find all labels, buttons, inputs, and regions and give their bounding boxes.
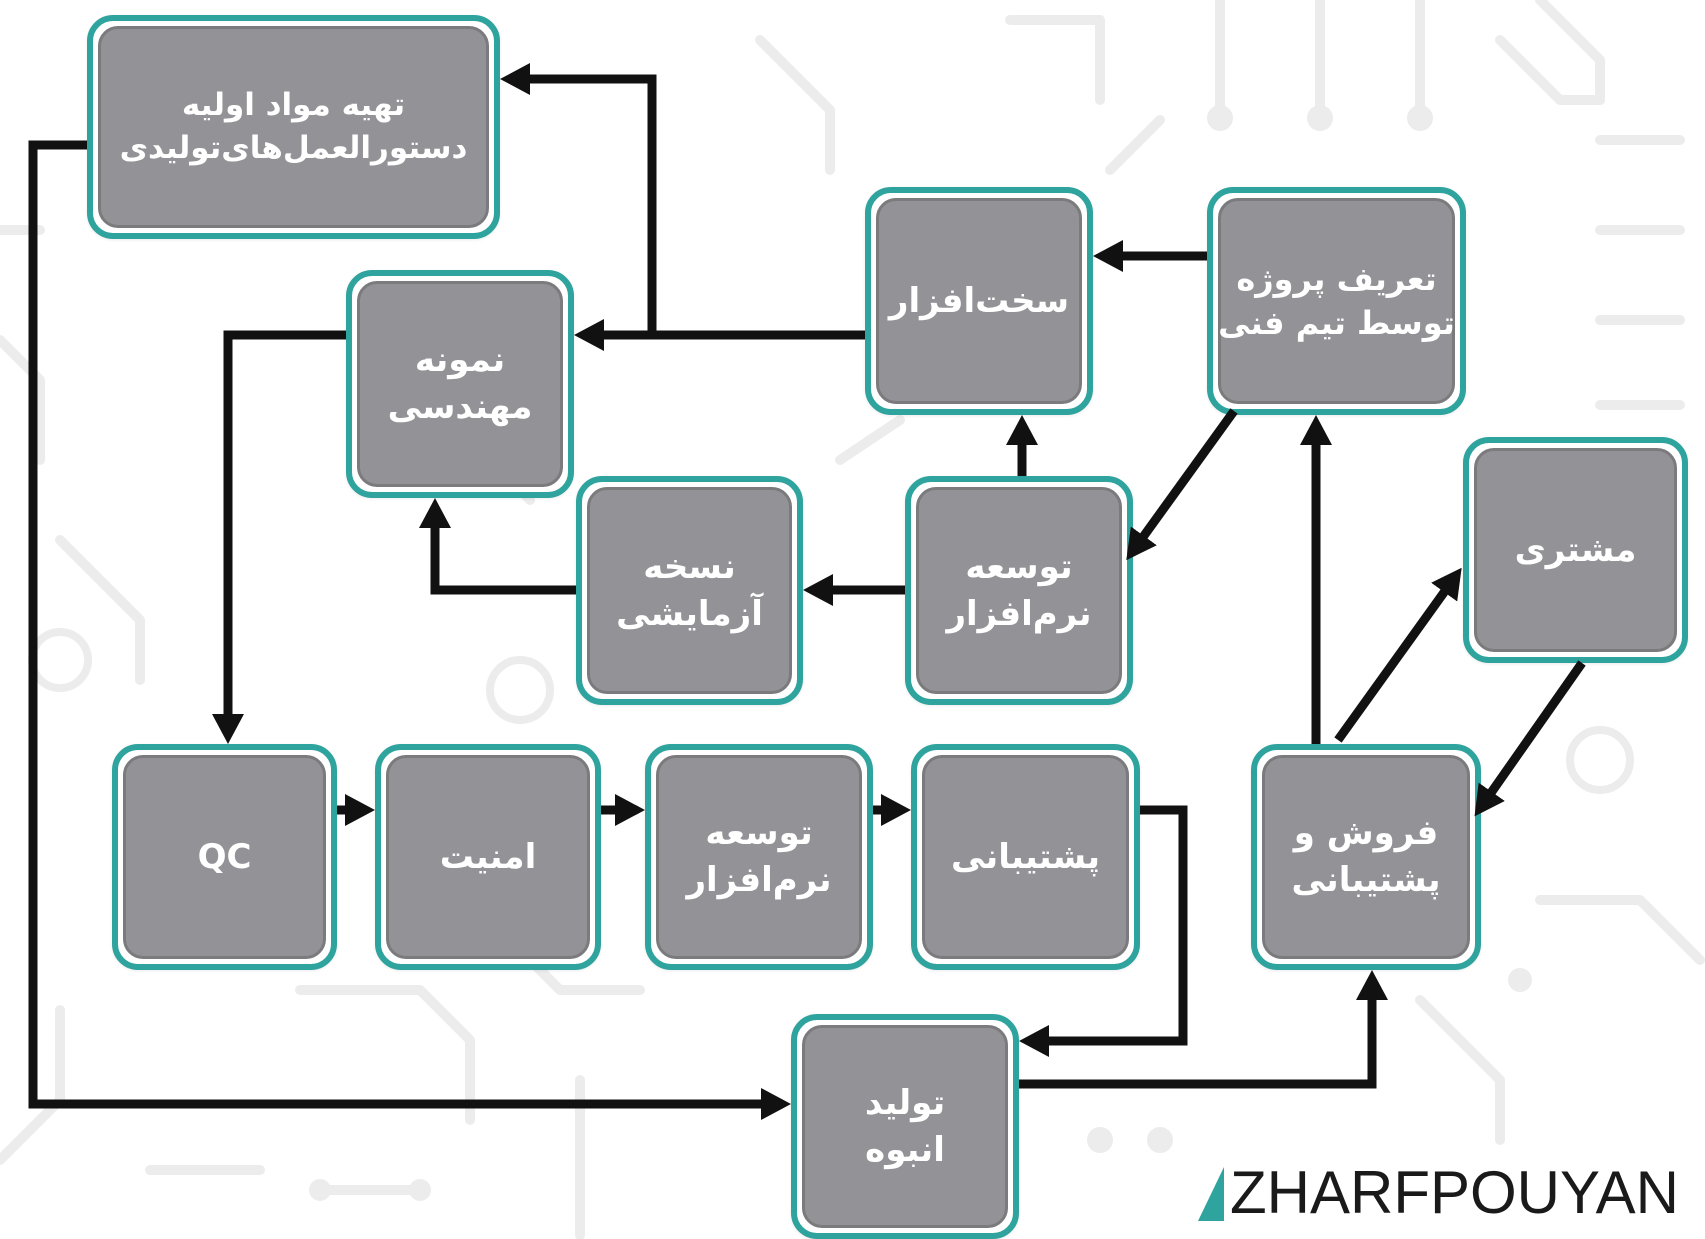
circuit-trace [835, 415, 905, 465]
circuit-trace [1535, 895, 1705, 965]
circuit-pad [309, 1179, 331, 1201]
node-body: تهیه مواد اولیه دستورالعمل‌های‌تولیدی [98, 26, 489, 228]
node-mass-production: تولید انبوه [791, 1014, 1019, 1239]
node-label-line: توسط تیم فنی [1218, 304, 1455, 342]
circuit-trace [0, 1005, 65, 1165]
circuit-trace [1005, 15, 1105, 105]
node-label-line: دستورالعمل‌های‌تولیدی [119, 130, 468, 166]
node-customer: مشتری [1463, 437, 1688, 663]
node-label-line: امنیت [439, 836, 537, 877]
node-body: فروش و پشتیبانی [1262, 755, 1470, 959]
node-project-definition: تعریف پروژه توسط تیم فنی [1207, 187, 1466, 415]
logo-text: ZHARFPOUYAN [1230, 1159, 1679, 1226]
circuit-ring [28, 628, 92, 692]
node-body: پشتیبانی [922, 755, 1129, 959]
node-body: مشتری [1474, 448, 1677, 652]
circuit-trace [1105, 115, 1165, 175]
node-label-line: نمونه [414, 340, 506, 381]
node-body: امنیت [386, 755, 590, 959]
circuit-ring [1566, 726, 1634, 794]
node-label-line: مشتری [1514, 529, 1637, 570]
circuit-pad [409, 1179, 431, 1201]
circuit-trace [295, 985, 475, 1125]
node-label-line: انبوه [865, 1129, 945, 1170]
circuit-pad [1207, 105, 1233, 131]
circuit-trace [1495, 35, 1605, 105]
circuit-trace [0, 335, 45, 465]
node-label-line: نسخه [643, 546, 736, 587]
node-body: نمونه مهندسی [357, 281, 563, 487]
node-label-line: سخت‌افزار [888, 280, 1070, 321]
node-raw-materials: تهیه مواد اولیه دستورالعمل‌های‌تولیدی [87, 15, 500, 239]
circuit-pad [1147, 1127, 1173, 1153]
circuit-ring [486, 656, 554, 724]
node-label-line: تولید [864, 1082, 946, 1123]
circuit-trace [755, 35, 835, 175]
logo-mark-icon [1198, 1167, 1224, 1221]
circuit-pad [1087, 1127, 1113, 1153]
node-trial-version: نسخه آزمایشی [576, 476, 803, 705]
circuit-pad [1407, 105, 1433, 131]
circuit-trace [55, 535, 145, 685]
node-body: تعریف پروژه توسط تیم فنی [1218, 198, 1455, 404]
node-qc: QC [112, 744, 337, 970]
node-support: پشتیبانی [911, 744, 1140, 970]
node-body: سخت‌افزار [876, 198, 1082, 404]
node-label-line: نرم‌افزار [686, 860, 832, 900]
node-label-line: پشتیبانی [1291, 860, 1441, 900]
node-engineering-sample: نمونه مهندسی [346, 270, 574, 498]
node-label-line: فروش و [1293, 813, 1439, 854]
node-label-line: تعریف پروژه [1236, 259, 1437, 298]
node-body: توسعه نرم‌افزار [656, 755, 862, 959]
node-security: امنیت [375, 744, 601, 970]
node-label-line: QC [197, 836, 252, 877]
node-label-line: توسعه [705, 813, 813, 854]
node-label-line: پشتیبانی [951, 836, 1100, 877]
node-body: توسعه نرم‌افزار [916, 487, 1122, 694]
node-sales-support: فروش و پشتیبانی [1251, 744, 1481, 970]
node-body: QC [123, 755, 326, 959]
node-label-line: تهیه مواد اولیه [181, 87, 406, 124]
node-label-line: مهندسی [387, 387, 533, 427]
node-software-development-top: توسعه نرم‌افزار [905, 476, 1133, 705]
node-label-line: توسعه [965, 546, 1073, 587]
node-label-line: آزمایشی [616, 593, 763, 634]
circuit-pad [1307, 105, 1333, 131]
node-body: نسخه آزمایشی [587, 487, 792, 694]
circuit-trace [1535, 0, 1605, 105]
circuit-trace [1415, 995, 1505, 1145]
node-label-line: نرم‌افزار [946, 593, 1092, 634]
node-body: تولید انبوه [802, 1025, 1008, 1228]
node-software-development-bottom: توسعه نرم‌افزار [645, 744, 873, 970]
brand-logo: ZHARFPOUYAN [1194, 1160, 1679, 1226]
circuit-pad [1508, 968, 1532, 992]
node-hardware: سخت‌افزار [865, 187, 1093, 415]
